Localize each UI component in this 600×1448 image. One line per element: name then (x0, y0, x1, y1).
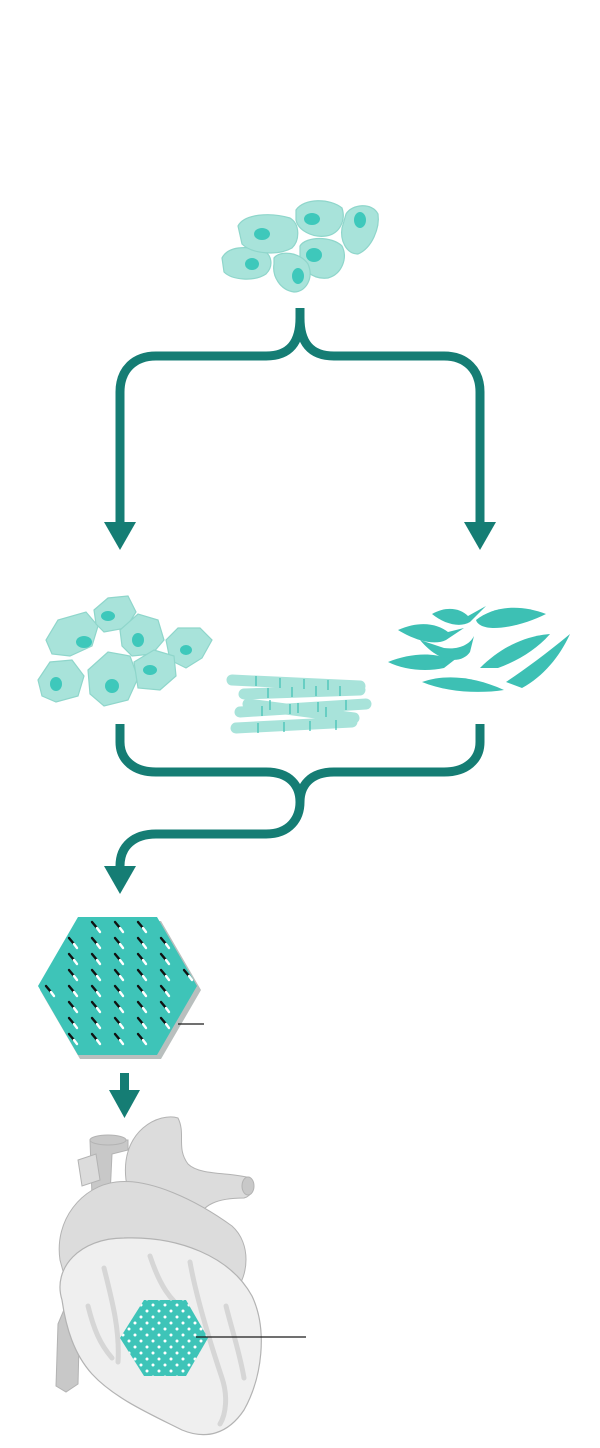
patch-fiber-mark (141, 1038, 148, 1046)
patch-fiber-mark (141, 926, 148, 934)
merge-arrow (104, 724, 485, 894)
patch-fiber-mark (113, 936, 122, 946)
patch-fiber-mark (113, 1032, 122, 1042)
patch-fiber-mark (113, 1000, 122, 1010)
patch-fiber-mark (44, 984, 53, 994)
patch-fiber-mark (72, 1006, 79, 1014)
patch-fiber-mark (118, 1038, 125, 1046)
patch-fiber-mark (136, 968, 145, 978)
patch-fiber-mark (95, 926, 102, 934)
patch-fiber-mark (164, 942, 171, 950)
patch-fiber-mark (90, 1000, 99, 1010)
patch-fiber-mark (118, 926, 125, 934)
patch-fiber-mark (159, 952, 168, 962)
patch-fiber-mark (113, 1016, 122, 1026)
patch-fiber-mark (159, 936, 168, 946)
patch-fiber-mark (141, 1022, 148, 1030)
patch-fiber-mark (136, 1032, 145, 1042)
patch-fiber-mark (90, 984, 99, 994)
patch-fiber-mark (67, 984, 76, 994)
patch-fiber-mark (164, 958, 171, 966)
hexagon-patch-icon (38, 917, 201, 1059)
split-arrow (104, 308, 496, 550)
patch-fiber-mark (67, 936, 76, 946)
patch-fiber-mark (49, 990, 56, 998)
patch-fiber-mark (95, 1038, 102, 1046)
patch-fiber-mark (72, 1022, 79, 1030)
patch-fiber-mark (95, 942, 102, 950)
patch-fiber-mark (90, 968, 99, 978)
patch-fiber-mark (95, 958, 102, 966)
patch-fiber-mark (90, 1016, 99, 1026)
patch-fiber-mark (118, 1022, 125, 1030)
patch-fiber-mark (72, 1038, 79, 1046)
patch-fiber-mark (164, 974, 171, 982)
cardiomyocyte-cluster-icon (37, 595, 213, 707)
patch-fiber-mark (159, 1016, 168, 1026)
patch-fiber-mark (90, 920, 99, 930)
patch-fiber-mark (164, 1006, 171, 1014)
patch-fiber-mark (164, 990, 171, 998)
patch-fiber-mark (72, 958, 79, 966)
patch-fiber-mark (118, 1006, 125, 1014)
patch-fiber-mark (159, 1000, 168, 1010)
patch-fiber-mark (90, 952, 99, 962)
patch-fiber-mark (67, 952, 76, 962)
patch-fiber-mark (164, 1022, 171, 1030)
patch-fiber-mark (136, 936, 145, 946)
patch-fiber-mark (118, 958, 125, 966)
patch-fiber-mark (159, 984, 168, 994)
patch-fiber-mark (67, 1000, 76, 1010)
patch-fiber-mark (67, 1032, 76, 1042)
patch-fiber-mark (159, 968, 168, 978)
patch-fiber-mark (72, 990, 79, 998)
patch-fiber-mark (141, 974, 148, 982)
patch-fiber-mark (72, 974, 79, 982)
patch-fiber-mark (136, 920, 145, 930)
patch-fiber-mark (118, 942, 125, 950)
patch-fiber-mark (118, 974, 125, 982)
patch-fiber-mark (187, 974, 194, 982)
patch-fiber-mark (72, 942, 79, 950)
patch-fiber-mark (90, 1032, 99, 1042)
muscle-fiber-bundle-icon (226, 674, 372, 734)
stem-cell-cluster-icon (221, 200, 379, 293)
patch-fiber-mark (141, 958, 148, 966)
patch-fiber-mark (182, 968, 191, 978)
patch-fiber-mark (136, 984, 145, 994)
patch-fiber-mark (141, 942, 148, 950)
patch-fiber-mark (136, 1000, 145, 1010)
patch-fiber-mark (113, 952, 122, 962)
heart-icon (55, 1116, 262, 1436)
fibroblast-cluster-icon (388, 606, 570, 692)
patch-fiber-mark (118, 990, 125, 998)
down-arrow (109, 1073, 140, 1118)
patch-fiber-mark (67, 1016, 76, 1026)
patch-fiber-mark (113, 920, 122, 930)
patch-fiber-mark (113, 984, 122, 994)
patch-fiber-mark (141, 1006, 148, 1014)
patch-fiber-mark (95, 1006, 102, 1014)
patch-fiber-mark (136, 952, 145, 962)
patch-fiber-mark (90, 936, 99, 946)
patch-fiber-mark (95, 974, 102, 982)
patch-fiber-mark (141, 990, 148, 998)
patch-fiber-mark (67, 968, 76, 978)
patch-fiber-mark (95, 990, 102, 998)
patch-fiber-mark (95, 1022, 102, 1030)
patch-fiber-mark (113, 968, 122, 978)
patch-fiber-mark (136, 1016, 145, 1026)
